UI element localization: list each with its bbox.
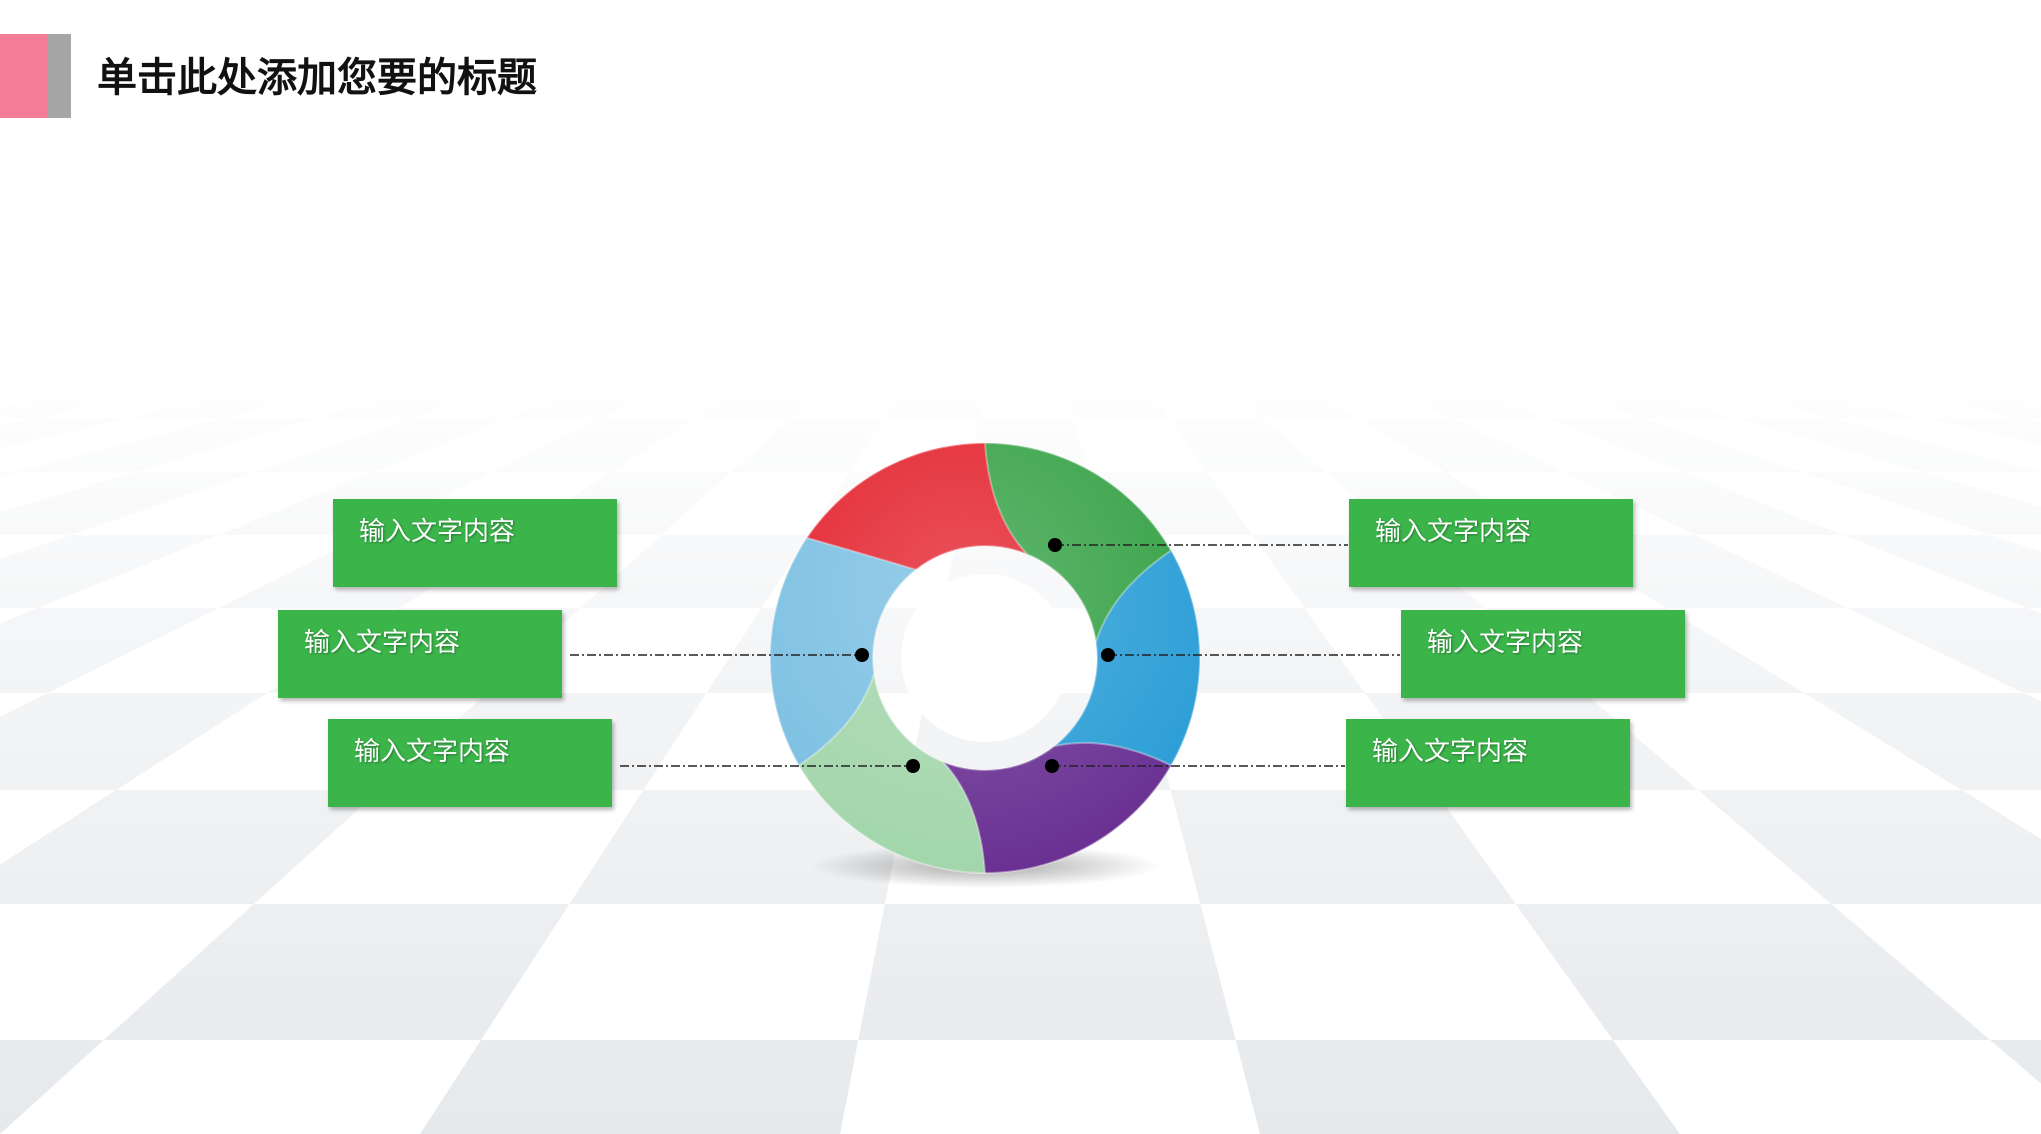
- label-box-right-1[interactable]: 输入文字内容: [1349, 499, 1633, 587]
- anchor-dot: [906, 759, 920, 773]
- label-text-right-1: 输入文字内容: [1375, 517, 1532, 547]
- title-accent-gray: [48, 34, 71, 118]
- anchor-dot: [1048, 538, 1062, 552]
- anchor-dot: [1045, 759, 1059, 773]
- label-text-left-2: 输入文字内容: [304, 628, 461, 658]
- ring-center: [901, 574, 1069, 742]
- label-text-left-3: 输入文字内容: [354, 737, 511, 767]
- label-box-left-3[interactable]: 输入文字内容: [328, 719, 612, 807]
- slide-title[interactable]: 单击此处添加您要的标题: [97, 55, 537, 101]
- label-box-right-3[interactable]: 输入文字内容: [1346, 719, 1630, 807]
- label-text-right-3: 输入文字内容: [1372, 737, 1529, 767]
- label-box-right-2[interactable]: 输入文字内容: [1401, 610, 1685, 698]
- label-box-left-1[interactable]: 输入文字内容: [333, 499, 617, 587]
- swirl-ring: [769, 441, 1201, 875]
- label-box-left-2[interactable]: 输入文字内容: [278, 610, 562, 698]
- leader-lines: [570, 538, 1400, 773]
- anchor-dot: [1101, 648, 1115, 662]
- title-accent-pink: [0, 34, 48, 118]
- anchor-dot: [855, 648, 869, 662]
- label-text-right-2: 输入文字内容: [1427, 628, 1584, 658]
- label-text-left-1: 输入文字内容: [359, 517, 516, 547]
